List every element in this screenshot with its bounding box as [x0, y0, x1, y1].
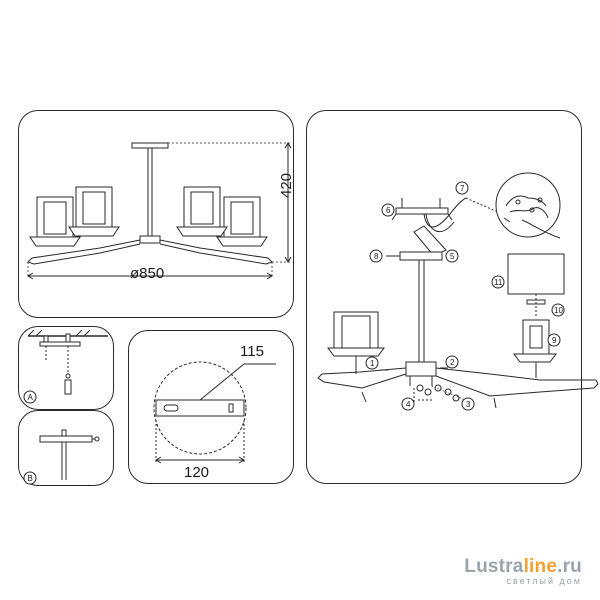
logo-tagline: светлый дом	[506, 576, 582, 586]
step-b-badge	[23, 471, 37, 485]
plate-height-label: 115	[240, 343, 264, 360]
step-b-drawing	[39, 429, 100, 480]
mounting-plate-panel	[128, 330, 294, 484]
lustraline-logo: Lustraline.ru светлый дом	[464, 556, 582, 586]
width-dimension-label: ø850	[130, 265, 164, 282]
part-number-3: 3	[466, 400, 471, 409]
step-b-label: B	[28, 474, 33, 483]
plate-width-label: 120	[184, 464, 209, 481]
logo-brand-text: Lustraline.ru	[464, 556, 582, 577]
part-number-8: 8	[374, 252, 379, 261]
part-number-4: 4	[406, 400, 411, 409]
assembly-panel	[306, 110, 582, 484]
part-number-5: 5	[450, 252, 455, 261]
assembly-drawing	[317, 172, 599, 409]
part-number-9: 9	[552, 336, 557, 345]
step-a-badge	[23, 390, 37, 404]
part-number-1: 1	[370, 359, 375, 368]
height-dimension-label: 420	[278, 173, 295, 198]
step-b-panel	[18, 410, 114, 486]
step-a-drawing	[27, 329, 108, 395]
part-number-10: 10	[554, 306, 563, 315]
step-a-label: A	[28, 393, 34, 402]
chandelier-overview	[27, 142, 273, 265]
part-number-2: 2	[450, 358, 455, 367]
part-number-6: 6	[386, 206, 391, 215]
part-number-7: 7	[460, 184, 465, 193]
mounting-plate-drawing	[153, 361, 276, 464]
part-number-11: 11	[494, 278, 503, 287]
step-a-panel	[18, 326, 114, 410]
overall-dimensions-panel	[18, 110, 294, 318]
